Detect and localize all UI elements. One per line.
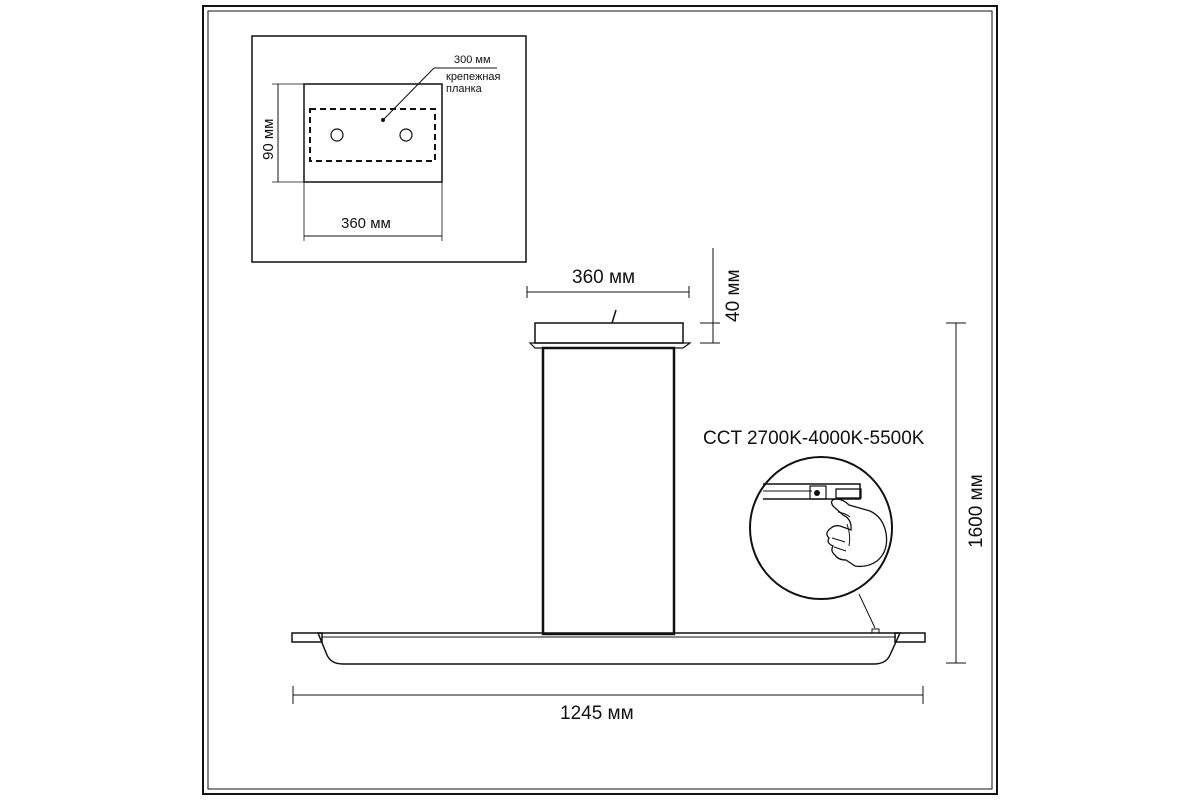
canopy-bottom-flange [528,342,692,349]
touch-control-detail [749,456,893,600]
inset-height-label: 90 мм [260,119,277,160]
mounting-hole-right [399,128,413,142]
outer-frame-inner [207,10,993,790]
canopy-height-label: 40 мм [723,269,744,322]
canopy [534,322,684,344]
detail-bar-end [835,488,862,499]
inset-frame [251,35,527,263]
canopy-top-view-inset: 300 мм крепежная планка 90 мм 360 мм [251,35,527,263]
plate-label-line1: крепежная [446,71,501,83]
outer-frame [202,5,998,795]
plate-width-label: 300 мм [454,54,491,66]
total-height-label: 1600 мм [966,474,987,548]
vertical-body [541,346,676,636]
inset-width-label: 360 мм [341,215,391,232]
cct-label: CCT 2700K-4000K-5500K [703,428,925,449]
touch-sensor [871,628,880,634]
detail-sensor-dot [814,490,820,496]
plate-label-line2: планка [446,83,483,95]
total-width-label: 1245 мм [560,703,634,724]
detail-leader [858,593,876,629]
canopy-width-label: 360 мм [572,267,635,288]
plate-leader-line [382,67,435,121]
horizontal-diffuser [316,632,902,665]
mounting-plate-outline [309,108,436,162]
canopy-top-outline [303,83,443,183]
detail-sensor-outline [809,485,827,500]
detail-circle [749,456,893,600]
hand-icon [826,498,888,568]
left-end-cap [291,632,323,643]
canopy-screw [611,309,617,324]
mounting-hole-left [330,128,344,142]
lamp-front-view: 360 мм 40 мм 1600 мм 1245 мм CCT 2700K-4… [291,248,987,724]
